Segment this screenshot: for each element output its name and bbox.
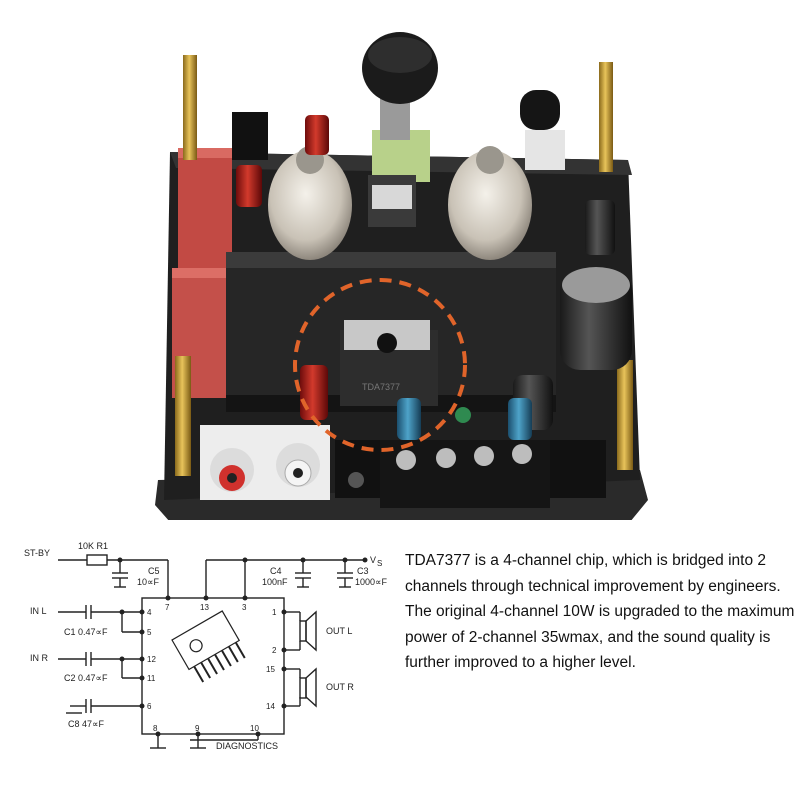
pin-2: 2 [272,646,277,655]
pin-6: 6 [147,702,152,711]
terminal-screw [396,450,416,470]
label-out-l: OUT L [326,626,352,636]
label-out-r: OUT R [326,682,354,692]
amplifier-board-photo: TDA7377 [155,32,648,520]
label-in-l: IN L [30,606,47,616]
label-st-by: ST-BY [24,548,50,558]
brass-standoff [617,360,633,470]
pin-7: 7 [165,603,170,612]
pin-9: 9 [195,724,200,733]
vacuum-tube [448,150,532,260]
label-r1: 10K R1 [78,541,108,551]
chip-label: TDA7377 [362,382,400,392]
blue-capacitor [397,398,421,440]
brass-standoff [175,356,191,476]
pin-1: 1 [272,608,277,617]
chip-symbol [171,610,246,683]
electrolytic-capacitor [585,200,615,255]
label-c8: C8 47∝F [68,719,104,729]
label-c2: C2 0.47∝F [64,673,108,683]
transistor [520,90,560,130]
pin-8: 8 [153,724,158,733]
terminal-screw [474,446,494,466]
description-text: TDA7377 is a 4-channel chip, which is br… [405,548,795,676]
label-c3-value: 1000∝F [355,577,387,587]
label-c3: C3 [357,566,369,576]
brass-standoff [183,55,197,160]
description-line: channels through technical improvement b… [405,577,781,595]
label-c1: C1 0.47∝F [64,627,108,637]
electrolytic-capacitor [300,365,328,420]
description-line: TDA7377 is a 4-channel chip, which is br… [405,552,767,569]
tda7377-schematic: ST-BY 10K R1 C5 10∝F C4 100nF C3 1000∝F … [24,541,387,751]
chip-outline [141,597,285,735]
brass-standoff [599,62,613,172]
jack-socket [232,112,268,160]
blue-capacitor [508,398,532,440]
pin-14: 14 [266,702,275,711]
pin-12: 12 [147,655,156,664]
pin-10: 10 [250,724,259,733]
description-line: further improved to a higher level. [405,654,636,671]
resistor-r1 [86,554,108,566]
dc-power-jack [550,440,606,498]
description-line: power of 2-channel 35wmax, and the sound… [405,628,771,646]
label-vs-sub: S [377,559,382,568]
speaker-out-l [299,620,307,642]
chip-highlight-circle [293,278,467,452]
electrolytic-capacitor [236,165,262,207]
label-vs: V [370,555,376,565]
description-line: The original 4-channel 10W is upgraded t… [405,603,795,620]
chip-screw [377,333,397,353]
electrolytic-capacitor [305,115,329,155]
label-diagnostics: DIAGNOSTICS [216,741,278,751]
terminal-screw [436,448,456,468]
pin-11: 11 [147,674,156,683]
label-c4: C4 [270,566,282,576]
pin-13: 13 [200,603,209,612]
label-c4-value: 100nF [262,577,288,587]
speaker-out-r [299,677,307,699]
terminal-screw [512,444,532,464]
pin-4: 4 [147,608,152,617]
vacuum-tube [268,150,352,260]
red-film-capacitor [178,148,232,268]
pin-5: 5 [147,628,152,637]
label-in-r: IN R [30,653,49,663]
pin-15: 15 [266,665,275,674]
label-c5: C5 [148,566,160,576]
label-c5-value: 10∝F [137,577,159,587]
pin-3: 3 [242,603,247,612]
